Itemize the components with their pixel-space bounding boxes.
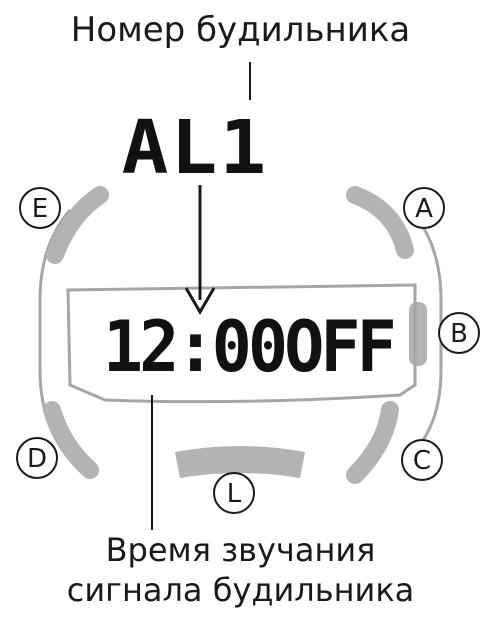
button-label-c: C [401, 439, 443, 481]
bezel-segment-a [346, 186, 414, 259]
button-label-e-text: E [32, 194, 48, 224]
button-label-e: E [19, 187, 61, 229]
alarm-time-caption-line1: Время звучания [105, 531, 376, 569]
alarm-number-caption: Номер будильника [70, 10, 411, 50]
button-label-a: A [403, 187, 445, 229]
bezel-segment-e [46, 186, 109, 264]
button-label-c-text: C [413, 446, 431, 476]
button-label-l-text: L [227, 479, 242, 509]
alarm-number-display: AL1 [121, 105, 269, 191]
lcd-display-frame [66, 283, 417, 404]
alarm-time-caption: Время звучания сигнала будильника [0, 530, 481, 610]
button-label-d: D [16, 437, 58, 479]
alarm-time-display: 12:00OFF [103, 306, 397, 388]
button-label-a-text: A [415, 194, 433, 224]
button-label-d-text: D [27, 444, 47, 474]
arrow-head [184, 287, 216, 315]
bezel-segment-c [346, 401, 399, 484]
light-button-l [175, 446, 305, 478]
button-label-l: L [213, 472, 255, 514]
button-label-b: B [438, 312, 480, 354]
bezel-segment-d [43, 401, 99, 479]
button-label-b-text: B [450, 319, 468, 349]
alarm-time-caption-line2: сигнала будильника [66, 571, 415, 609]
